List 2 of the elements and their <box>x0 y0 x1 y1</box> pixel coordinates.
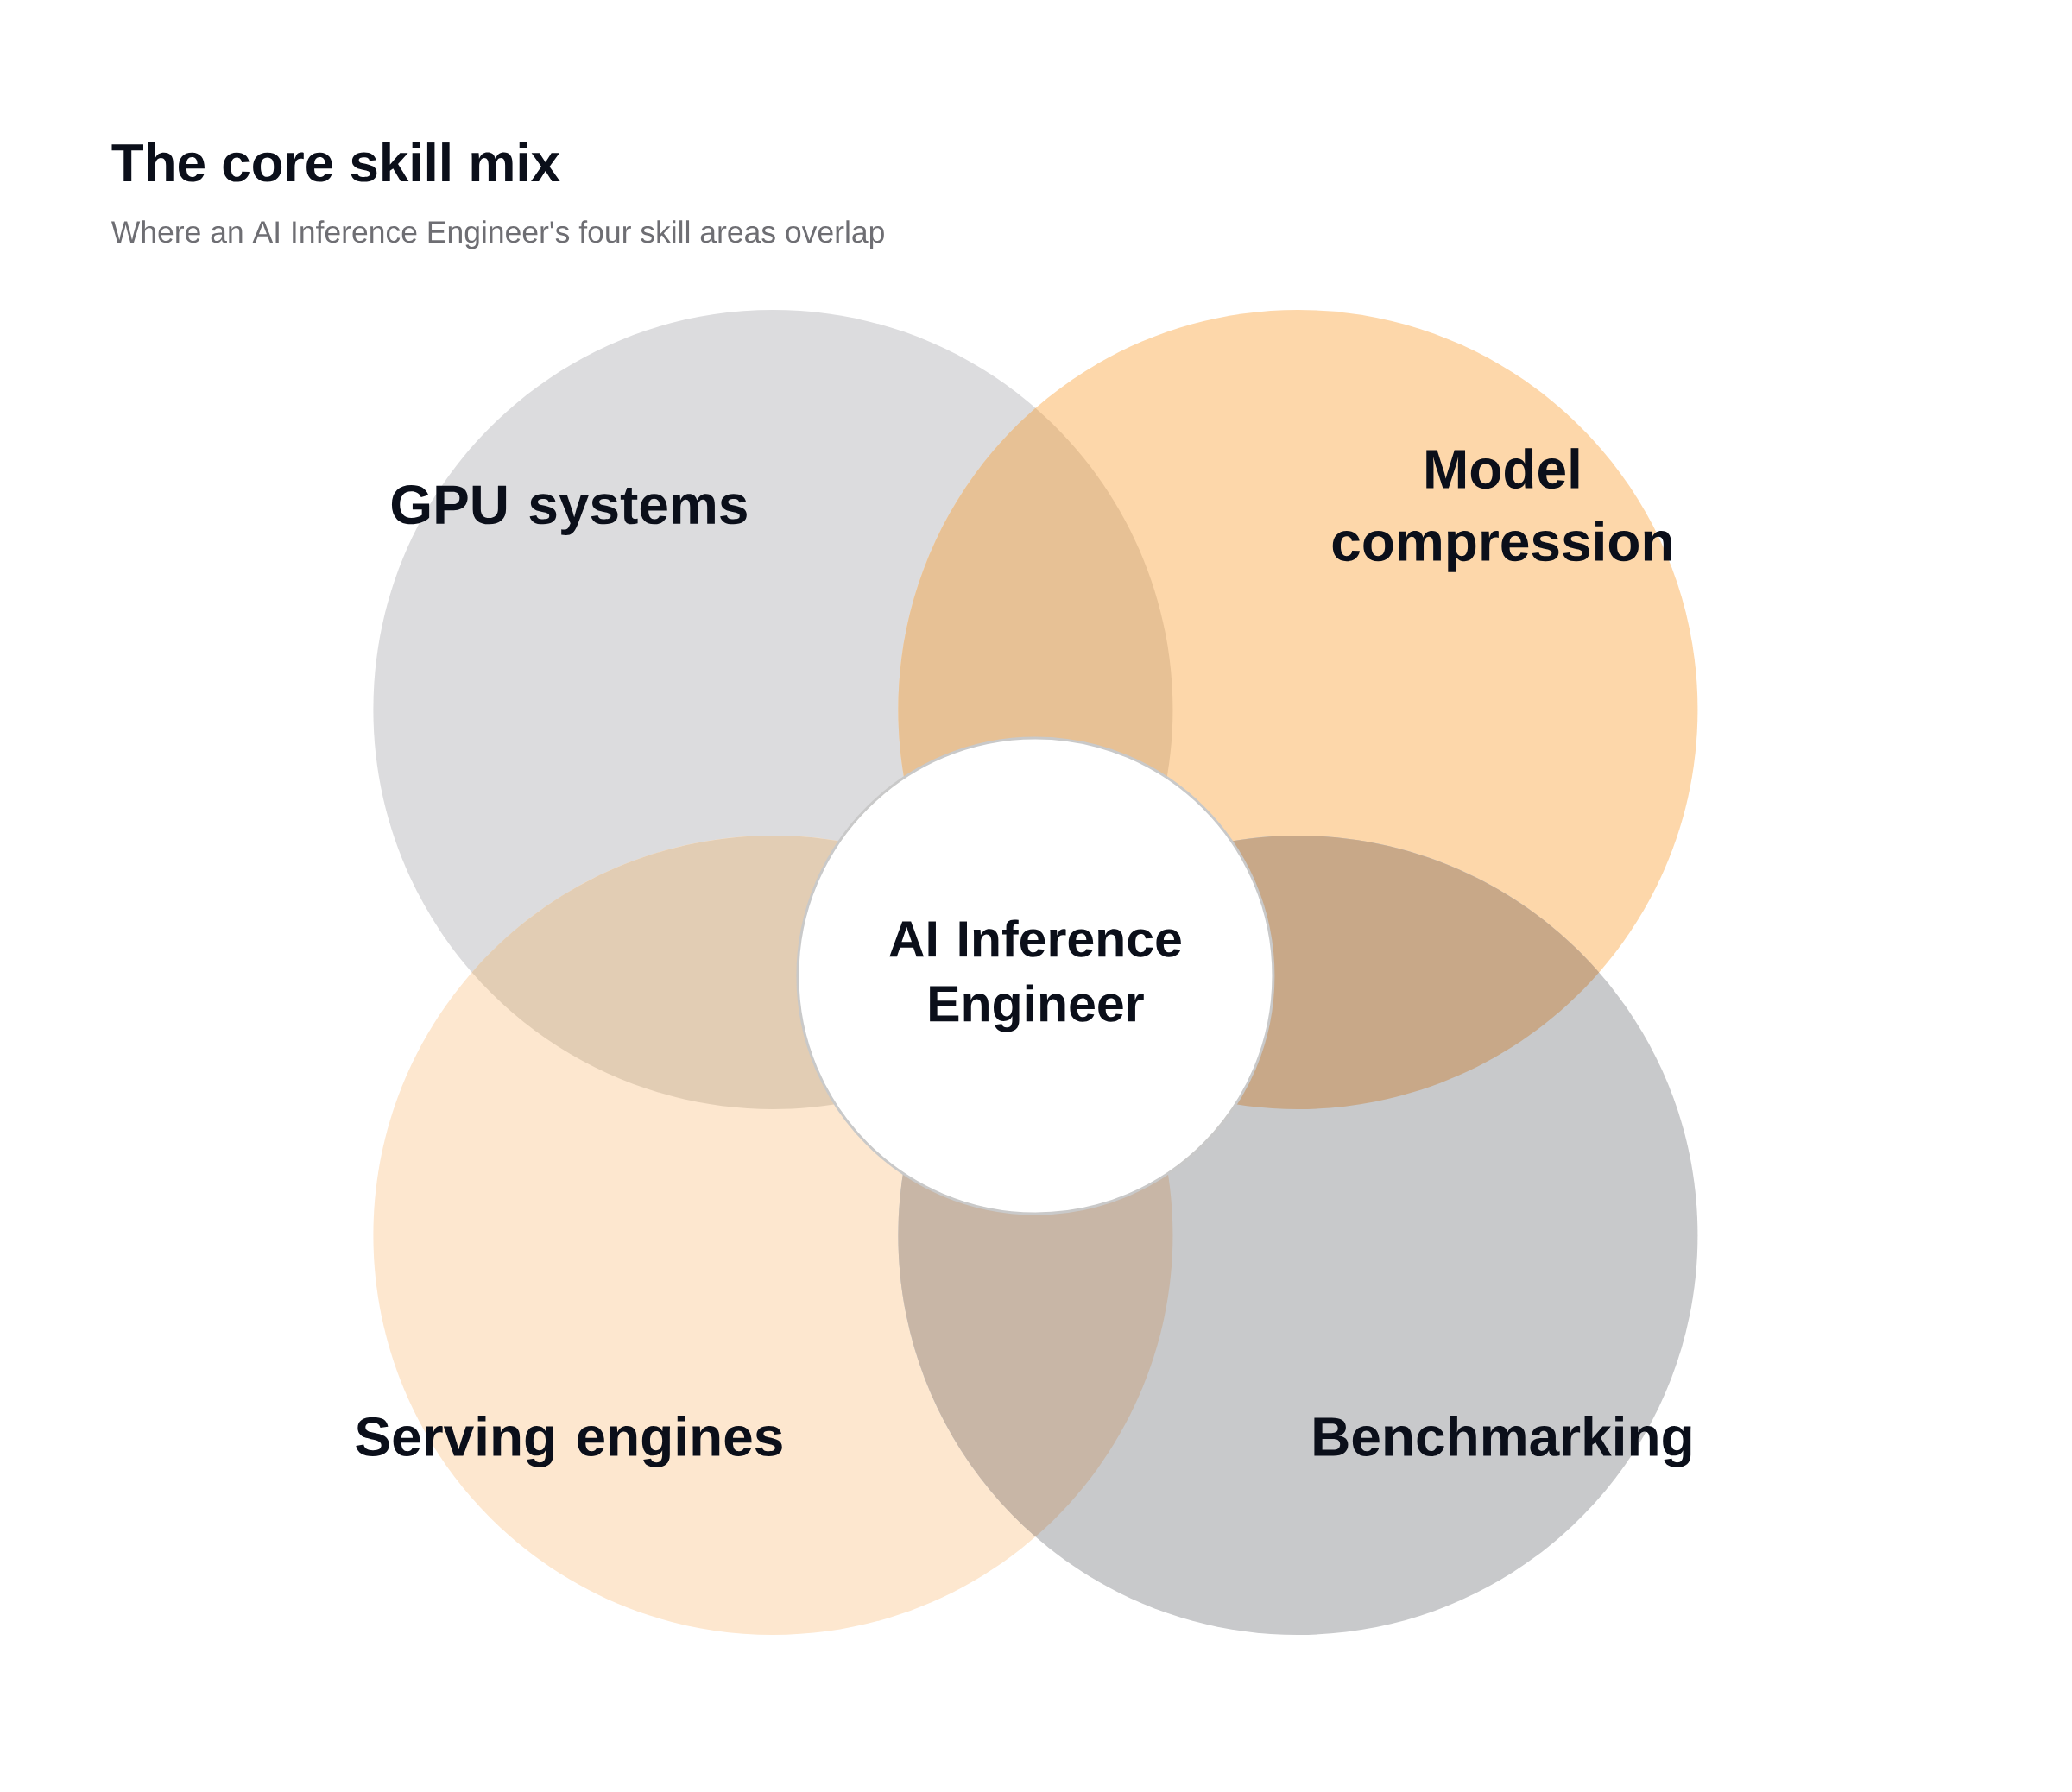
title: The core skill mix <box>111 142 560 182</box>
subtitle: Where an AI Inference Engineer's four skill areas overlap <box>111 220 884 249</box>
